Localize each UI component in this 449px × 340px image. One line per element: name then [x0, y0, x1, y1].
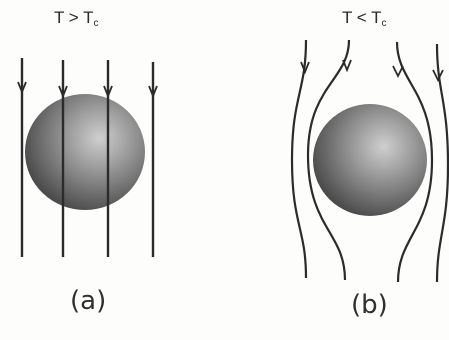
condition-label-a: T > Tc	[54, 8, 99, 29]
arrowhead-b-3	[393, 66, 403, 76]
condition-b-subscript: c	[382, 18, 387, 29]
panel-label-a: (a)	[70, 286, 106, 316]
field-line-b-1	[292, 40, 306, 278]
condition-a-prefix: T > T	[54, 8, 94, 27]
condition-b-prefix: T < T	[342, 8, 382, 27]
arrowhead-b-2	[343, 60, 351, 70]
sphere-a	[25, 94, 145, 210]
condition-a-subscript: c	[94, 18, 99, 29]
panel-label-b: (b)	[351, 290, 388, 320]
panel-b-group	[292, 40, 448, 282]
condition-label-b: T < Tc	[342, 8, 387, 29]
sphere-b	[313, 104, 427, 216]
panel-a-group	[18, 58, 157, 257]
